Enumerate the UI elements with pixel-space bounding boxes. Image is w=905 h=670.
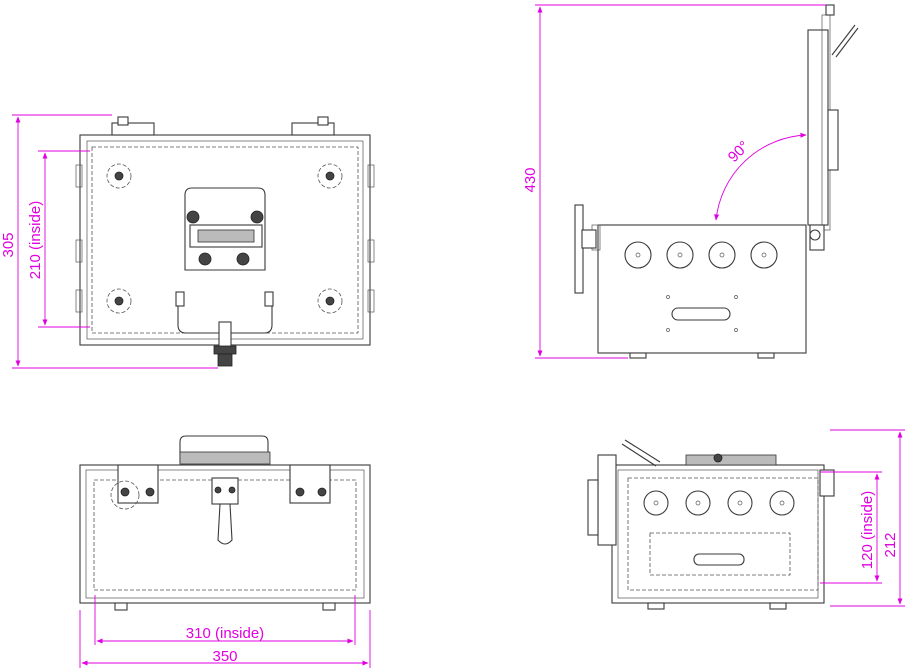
top-view bbox=[75, 116, 375, 367]
dim-right-height: 212 bbox=[882, 532, 899, 557]
dim-right-inside: 120 (inside) bbox=[859, 491, 876, 569]
top-view-dimensions: 305 210 (inside) bbox=[0, 114, 218, 369]
dim-top-height: 305 bbox=[0, 232, 17, 257]
dim-side-height: 430 bbox=[522, 167, 539, 192]
side-view bbox=[574, 4, 859, 359]
front-view-dimensions: 310 (inside) 350 bbox=[79, 595, 371, 668]
dim-top-inside: 210 (inside) bbox=[27, 201, 44, 279]
right-view bbox=[587, 439, 835, 610]
front-view bbox=[79, 435, 371, 611]
dim-front-width: 350 bbox=[212, 648, 237, 665]
dim-side-angle: 90° bbox=[725, 138, 753, 166]
dim-front-inside: 310 (inside) bbox=[186, 625, 264, 642]
right-view-dimensions: 120 (inside) 212 bbox=[820, 429, 905, 607]
